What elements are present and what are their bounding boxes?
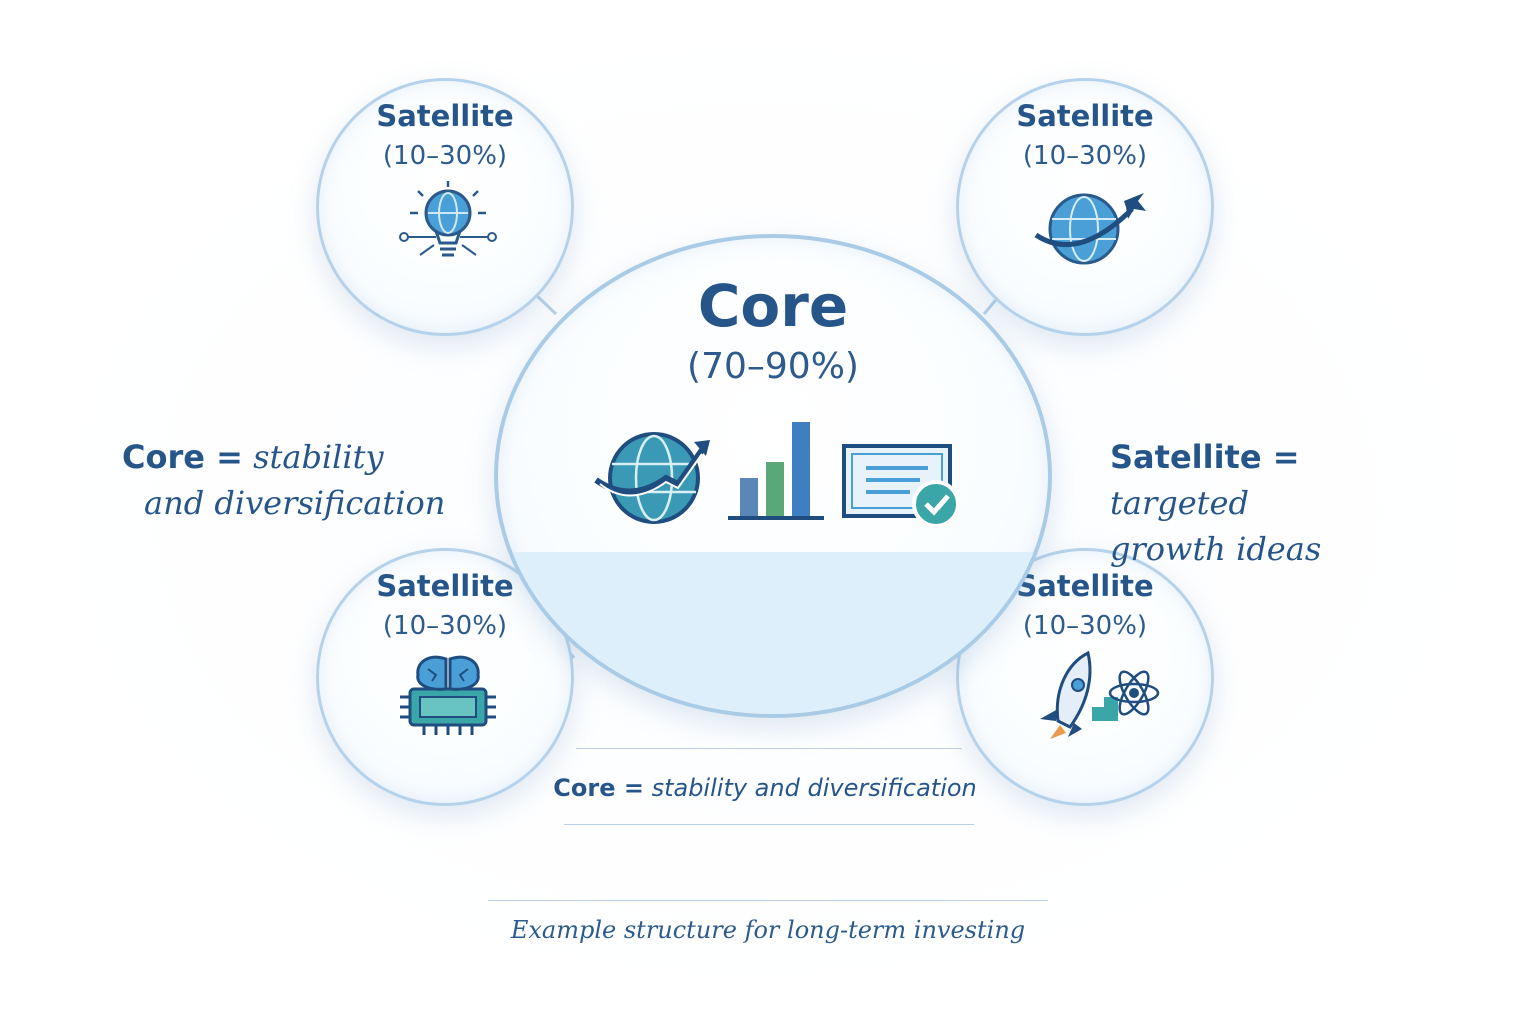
- satellite-circle-top-right: Satellite (10–30%): [956, 78, 1214, 336]
- caption-divider-bottom: [564, 824, 974, 825]
- satellite-percent: (10–30%): [382, 141, 508, 171]
- core-description-note: Core = stability and diversification: [122, 434, 462, 526]
- core-percent: (70–90%): [687, 346, 859, 387]
- satellite-title: Satellite: [1016, 99, 1154, 133]
- note-line-2: and diversification: [144, 484, 446, 522]
- certificate-check-icon: [842, 444, 960, 528]
- note-term: Satellite =: [1110, 438, 1300, 476]
- footer-caption: Example structure for long-term investin…: [510, 916, 1026, 944]
- satellite-circle-top-left: Satellite (10–30%): [316, 78, 574, 336]
- core-title: Core: [697, 272, 849, 340]
- note-line-2: growth ideas: [1110, 530, 1322, 568]
- satellite-percent: (10–30%): [1022, 141, 1148, 171]
- note-line-1: targeted: [1110, 484, 1249, 522]
- globe-growth-icon: [594, 432, 710, 524]
- core-band: [498, 552, 1048, 714]
- caption-term: Core =: [553, 774, 644, 802]
- caption-text: stability and diversification: [651, 774, 977, 802]
- globe-airplane-icon: [1034, 193, 1146, 265]
- core-caption: Core = stability and diversification: [530, 774, 1000, 802]
- caption-divider-top: [576, 748, 962, 749]
- brain-chip-icon: [400, 655, 496, 735]
- lightbulb-globe-icon: [399, 181, 497, 257]
- satellite-description-note: Satellite = targeted growth ideas: [1110, 434, 1440, 572]
- core-circle: Core (70–90%): [494, 234, 1052, 718]
- note-term: Core =: [122, 438, 243, 476]
- footer-divider: [488, 900, 1048, 901]
- bar-chart-icon: [728, 422, 824, 520]
- satellite-percent: (10–30%): [382, 611, 508, 641]
- rocket-atom-icon: [1040, 650, 1160, 739]
- note-line-1: stability: [253, 438, 384, 476]
- satellite-title: Satellite: [376, 569, 514, 603]
- satellite-title: Satellite: [376, 99, 514, 133]
